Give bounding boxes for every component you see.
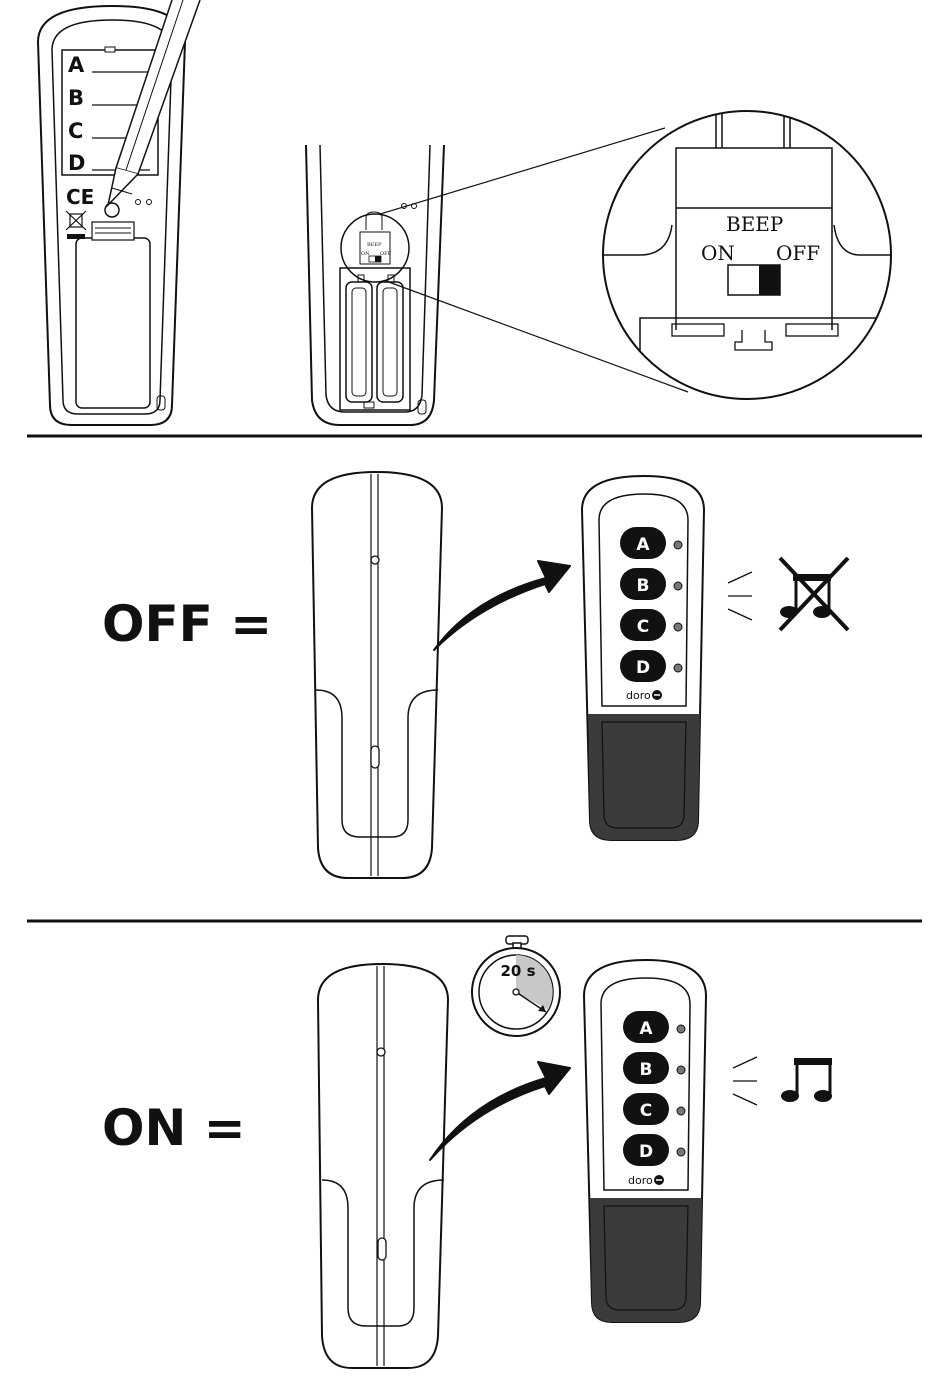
button-c-label: C <box>640 1101 652 1121</box>
off-label-heading: OFF = <box>102 595 272 653</box>
on-label-heading: ON = <box>102 1099 246 1157</box>
led-a <box>677 1025 685 1033</box>
label-letter-a: A <box>68 53 85 77</box>
battery-bay <box>340 268 410 410</box>
button-c-label: C <box>637 617 649 637</box>
battery-1 <box>346 282 372 402</box>
muted-music-note-icon <box>780 558 848 630</box>
stopwatch-icon: 20 s <box>472 936 560 1036</box>
remote-front-view-on: A B C D doro <box>584 960 706 1322</box>
switch-knob-off <box>759 265 780 295</box>
label-letter-b: B <box>68 86 84 110</box>
remote-open-battery-compartment: BEEP ON OFF <box>306 145 444 425</box>
led-d <box>674 664 682 672</box>
weee-bin-icon <box>66 211 86 239</box>
button-b-label: B <box>640 1060 653 1080</box>
mini-off-label: OFF <box>380 251 392 257</box>
flip-arrow-off <box>434 561 570 650</box>
button-d-label: D <box>639 1142 653 1162</box>
music-note-icon <box>781 1058 832 1102</box>
button-a-label: A <box>636 535 650 555</box>
label-letter-c: C <box>68 119 83 143</box>
led-d <box>677 1148 685 1156</box>
led-c <box>674 623 682 631</box>
flip-arrow-on <box>430 1062 570 1160</box>
on-label: ON <box>701 241 735 265</box>
led-b <box>677 1066 685 1074</box>
sound-lines-on <box>733 1057 757 1105</box>
brand-logo-on: doro <box>628 1174 653 1187</box>
led-b <box>674 582 682 590</box>
label-letter-d: D <box>68 151 85 175</box>
remote-side-view-on <box>318 964 448 1368</box>
off-label: OFF <box>776 241 820 265</box>
button-b-label: B <box>637 576 650 596</box>
button-d-label: D <box>636 658 650 678</box>
timer-label: 20 s <box>500 962 535 980</box>
remote-front-view-off: A B C D doro <box>582 476 704 840</box>
remote-side-view-off <box>312 472 442 878</box>
battery-2 <box>377 282 403 402</box>
on-section: ON = 20 s A <box>102 936 832 1368</box>
beep-label: BEEP <box>726 212 783 236</box>
brand-logo-off: doro <box>626 689 651 702</box>
battery-cover <box>76 238 150 408</box>
off-section: OFF = A B C D doro <box>102 472 848 878</box>
mini-beep-label: BEEP <box>367 242 382 248</box>
led-c <box>677 1107 685 1115</box>
ce-mark: CE <box>66 185 94 209</box>
button-a-label: A <box>639 1019 653 1039</box>
sound-lines-off <box>728 572 752 620</box>
led-a <box>674 541 682 549</box>
beep-switch-zoom: BEEP ON OFF <box>600 100 900 400</box>
